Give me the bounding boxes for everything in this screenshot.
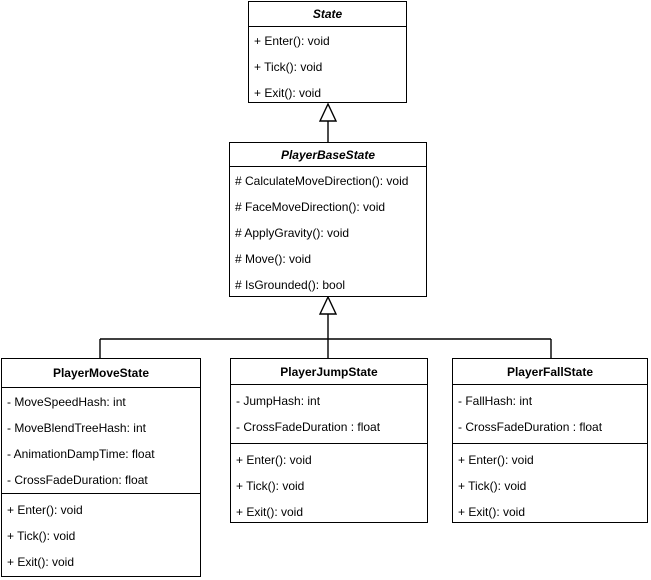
class-title: PlayerFallState	[453, 359, 647, 385]
method-row: + Tick(): void	[7, 529, 76, 543]
class-box-state: State + Enter(): void + Tick(): void + E…	[248, 1, 407, 103]
field-row: - JumpHash: int	[236, 394, 321, 408]
class-title: PlayerBaseState	[230, 143, 426, 167]
methods-compartment: + Enter(): void + Tick(): void + Exit():…	[249, 27, 406, 106]
field-row: - CrossFadeDuration : float	[458, 420, 603, 434]
method-row: + Tick(): void	[254, 60, 323, 74]
method-row: # Move(): void	[235, 252, 312, 266]
methods-compartment: + Enter(): void + Tick(): void + Exit():…	[2, 494, 200, 575]
fields-compartment: - JumpHash: int - CrossFadeDuration : fl…	[231, 385, 427, 444]
inheritance-arrowhead-icon	[318, 295, 338, 315]
class-title: State	[249, 2, 406, 27]
method-row: + Exit(): void	[236, 505, 304, 519]
inheritance-arrowhead-icon	[318, 102, 338, 122]
method-row: # ApplyGravity(): void	[235, 226, 350, 240]
method-row: + Enter(): void	[7, 503, 83, 517]
fields-compartment: - FallHash: int - CrossFadeDuration : fl…	[453, 385, 647, 444]
field-row: - FallHash: int	[458, 394, 533, 408]
method-row: + Enter(): void	[254, 34, 330, 48]
methods-compartment: # CalculateMoveDirection(): void # FaceM…	[230, 167, 426, 298]
method-row: # CalculateMoveDirection(): void	[235, 174, 409, 188]
method-row: + Exit(): void	[254, 86, 322, 100]
method-row: + Enter(): void	[236, 453, 312, 467]
method-row: # IsGrounded(): bool	[235, 278, 346, 292]
method-row: + Exit(): void	[458, 505, 526, 519]
class-title: PlayerMoveState	[2, 359, 200, 388]
methods-compartment: + Enter(): void + Tick(): void + Exit():…	[231, 444, 427, 525]
field-row: - MoveBlendTreeHash: int	[7, 421, 146, 435]
field-row: - CrossFadeDuration: float	[7, 473, 148, 487]
field-row: - MoveSpeedHash: int	[7, 395, 126, 409]
method-row: + Enter(): void	[458, 453, 534, 467]
fields-compartment: - MoveSpeedHash: int - MoveBlendTreeHash…	[2, 388, 200, 494]
method-row: + Tick(): void	[458, 479, 527, 493]
method-row: + Tick(): void	[236, 479, 305, 493]
method-row: # FaceMoveDirection(): void	[235, 200, 386, 214]
field-row: - CrossFadeDuration : float	[236, 420, 381, 434]
class-box-playerfallstate: PlayerFallState - FallHash: int - CrossF…	[452, 358, 648, 523]
class-box-playerjumpstate: PlayerJumpState - JumpHash: int - CrossF…	[230, 358, 428, 523]
class-box-playerbasestate: PlayerBaseState # CalculateMoveDirection…	[229, 142, 427, 297]
field-row: - AnimationDampTime: float	[7, 447, 155, 461]
class-box-playermovestate: PlayerMoveState - MoveSpeedHash: int - M…	[1, 358, 201, 577]
methods-compartment: + Enter(): void + Tick(): void + Exit():…	[453, 444, 647, 525]
method-row: + Exit(): void	[7, 555, 75, 569]
class-title: PlayerJumpState	[231, 359, 427, 385]
